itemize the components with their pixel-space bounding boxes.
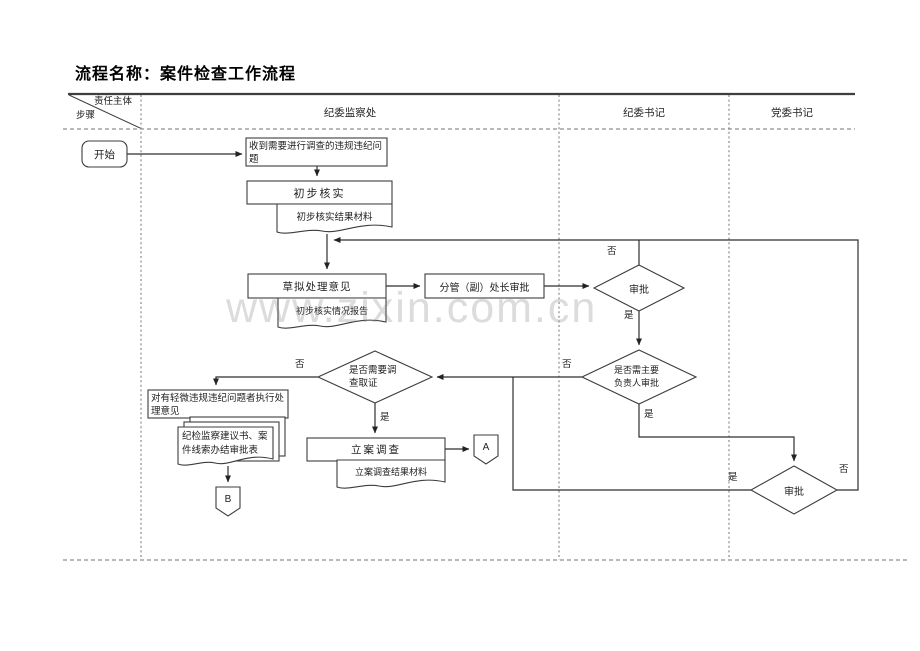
connector-a-label: A [482,441,490,453]
edge-feedback-no [333,237,859,491]
corner-label-top: 责任主体 [94,96,133,107]
swimlane-grid [63,92,908,561]
minor-execute-label: 对有轻微违规违纪问题者执行处理意见 [151,393,285,417]
receive-label: 收到需要进行调查的违规违纪问题 [249,141,383,165]
need-invest-no-label: 否 [295,359,305,370]
need-leader-no-label: 否 [562,359,572,370]
need-invest-label: 是否需要调查取证 [349,365,397,389]
need-invest-yes-label: 是 [380,412,390,423]
draft-doc-label: 初步核实情况报告 [295,305,368,316]
flow-edges [127,151,859,491]
page-title: 流程名称：案件检查工作流程 [75,66,297,83]
party-approve-diamond [749,465,839,515]
secretary-approve-no-label: 否 [607,246,617,257]
connector-b-label: B [224,493,232,505]
connector-b-shape [215,486,241,517]
party-approve-yes-label: 是 [728,472,738,483]
corner-diagonal [68,94,141,129]
case-doc-shape [336,459,446,489]
receive-box-shape [245,137,388,167]
case-invest-label: 立案调查 [351,444,401,456]
case-doc-label: 立案调查结果材料 [354,466,427,477]
verify-doc-label: 初步核实结果材料 [296,211,373,223]
start-label: 开始 [94,148,115,161]
edge-needleader-yes [638,404,797,462]
verify-doc-shape [276,203,393,234]
lane-header-jiwei-jianchachu: 纪委监察处 [323,106,377,119]
connector-a-shape [473,434,499,465]
need-leader-diamond [580,349,698,405]
secretary-approve-diamond [592,264,686,312]
secretary-approve-label: 审批 [629,284,649,296]
verify-label: 初步核实 [293,187,346,200]
draft-label: 草拟处理意见 [282,280,352,293]
start-shape [81,140,128,168]
secretary-approve-yes-label: 是 [624,310,634,321]
division-approve-label: 分管（副）处长审批 [439,282,530,294]
lane-header-dangwei-shuji: 党委书记 [771,106,813,119]
party-approve-label: 审批 [784,486,804,498]
need-leader-yes-label: 是 [644,409,654,420]
need-invest-diamond [316,350,434,404]
corner-label-bottom: 步骤 [76,110,96,121]
minor-doc-shape [177,426,274,466]
minor-doc-label: 纪检监察建议书、案件线索办结审批表 [182,431,268,456]
lane-header-jiwei-shuji: 纪委书记 [623,106,665,119]
edge-party-yes-return [512,377,751,491]
draft-doc-shape [277,297,387,329]
party-approve-no-label: 否 [839,464,849,475]
need-leader-label: 是否需主要负责人审批 [614,365,660,388]
division-box-shape [424,273,545,299]
draft-box-shape [247,273,387,299]
edge-needinvest-no [213,376,318,386]
